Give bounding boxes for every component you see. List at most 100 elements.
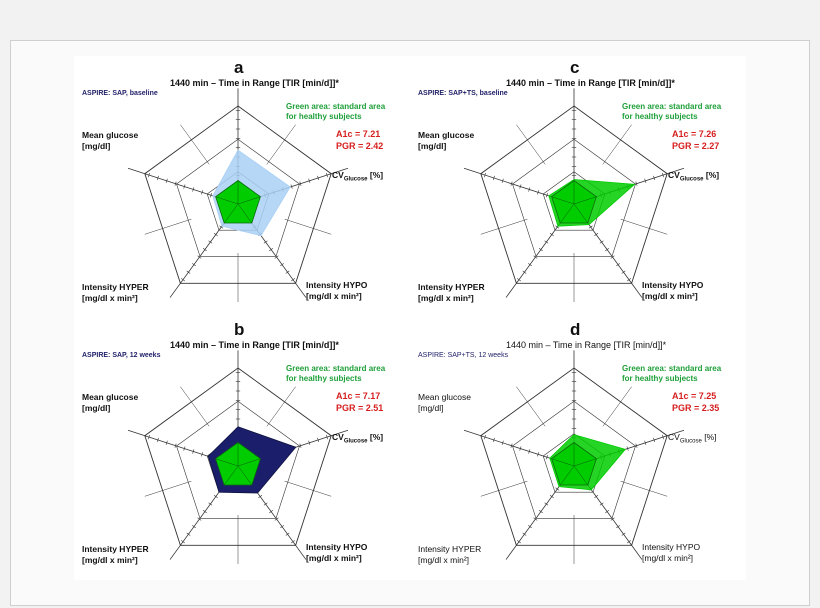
axis-tick — [202, 510, 207, 514]
radar-chart-a — [127, 88, 349, 302]
axis-tick — [183, 446, 186, 451]
axis-tick — [285, 270, 290, 274]
axis-tick — [555, 225, 560, 229]
axis-tick — [326, 434, 328, 440]
healthy-area-spoke — [215, 196, 239, 205]
axis-tick — [605, 248, 610, 252]
axis-tick — [588, 225, 593, 229]
intensity-hypo-label: Intensity HYPO[mg/dl x min²] — [642, 542, 701, 563]
radar-gridline — [480, 480, 528, 497]
axis-tick — [662, 434, 664, 440]
axis-tick — [174, 443, 177, 448]
axis-tick — [644, 440, 647, 445]
axis-tick — [484, 172, 486, 178]
axis-tick — [627, 278, 631, 282]
pgr-value: PGR = 2.42 — [336, 141, 384, 151]
radar-gridline — [266, 124, 296, 165]
axis-tick — [174, 181, 177, 186]
intensity-hyper-label: Intensity HYPER[mg/dl x min²] — [418, 282, 485, 303]
axis-tick — [519, 184, 522, 189]
stats-block: A1c = 7.26 PGR = 2.27 — [672, 128, 719, 152]
axis-tick — [148, 434, 150, 440]
mean-glucose-label: Mean glucose[mg/dl] — [418, 392, 471, 413]
healthy-area-spoke — [215, 458, 239, 467]
axis-tick — [269, 248, 274, 252]
panel-b: b 1440 min – Time in Range [TIR [min/d]]… — [74, 318, 410, 580]
axis-tick — [165, 178, 168, 183]
radar-gridline — [516, 386, 546, 427]
axis-tick — [197, 517, 202, 521]
cv-axis-label: CVGlucose [%] — [668, 170, 720, 183]
healthy-area-spoke — [237, 465, 253, 486]
cv-axis-label: CVGlucose [%] — [332, 170, 384, 183]
study-label: ASPIRE: SAP, 12 weeks — [82, 352, 161, 359]
axis-tick — [156, 175, 159, 181]
healthy-area-spoke — [237, 196, 261, 205]
axis-tick — [653, 437, 656, 443]
axis-tick — [635, 443, 638, 448]
radar-gridline — [284, 480, 332, 497]
a1c-value: A1c = 7.26 — [672, 129, 717, 139]
axis-tick — [653, 175, 656, 181]
axis-tick — [210, 193, 212, 198]
axis-tick — [258, 494, 263, 499]
axis-tick — [594, 232, 599, 237]
a1c-value: A1c = 7.25 — [672, 391, 717, 401]
axis-tick — [610, 255, 615, 259]
axis-tick — [528, 263, 532, 267]
axis-tick — [522, 270, 527, 274]
axis-tick — [269, 510, 274, 514]
axis-tick — [186, 270, 191, 274]
axis-tick — [492, 175, 495, 181]
axis-tick — [501, 440, 504, 445]
axis-tick — [280, 263, 284, 267]
tir-axis-title: 1440 min – Time in Range [TIR [min/d]]* — [170, 78, 339, 88]
axis-tick — [263, 240, 268, 244]
axis-tick — [192, 263, 196, 267]
axis-tick — [290, 184, 293, 189]
axis-tick — [326, 172, 328, 178]
radar-gridline — [144, 480, 192, 497]
axis-tick — [186, 532, 191, 536]
axis-tick — [484, 434, 486, 440]
axis-tick — [635, 181, 638, 186]
axis-tick — [501, 178, 504, 183]
tir-axis-title: 1440 min – Time in Range [TIR [min/d]]* — [170, 340, 339, 350]
axis-tick — [285, 532, 290, 536]
axis-tick — [148, 172, 150, 178]
axis-tick — [308, 440, 311, 445]
axis-tick — [528, 525, 532, 529]
panel-c: c 1440 min – Time in Range [TIR [min/d]]… — [410, 56, 746, 318]
axis-tick — [533, 255, 538, 259]
tir-axis-title: 1440 min – Time in Range [TIR [min/d]]* — [506, 78, 675, 88]
healthy-area-spoke — [551, 458, 575, 467]
axis-tick — [192, 449, 195, 454]
axis-tick — [621, 270, 626, 274]
axis-tick — [317, 437, 320, 443]
healthy-area-spoke — [237, 458, 261, 467]
axis-tick — [192, 187, 195, 192]
axis-tick — [291, 278, 295, 282]
study-label: ASPIRE: SAP+TS, 12 weeks — [418, 352, 509, 359]
radar-gridline — [480, 218, 528, 235]
axis-tick — [599, 502, 604, 506]
axis-tick — [213, 232, 218, 237]
axis-tick — [544, 240, 549, 244]
axis-tick — [555, 487, 560, 491]
panel-letter: a — [234, 58, 244, 77]
pgr-value: PGR = 2.27 — [672, 141, 720, 151]
axis-tick — [594, 494, 599, 499]
axis-tick — [299, 181, 302, 186]
axis-tick — [528, 449, 531, 454]
axis-tick — [549, 494, 554, 499]
axis-tick — [616, 525, 620, 529]
cv-axis-label: CVGlucose [%] — [332, 432, 384, 445]
axis-tick — [621, 532, 626, 536]
stats-block: A1c = 7.25 PGR = 2.35 — [672, 390, 719, 414]
radar-gridline — [620, 480, 668, 497]
axis-tick — [181, 278, 185, 282]
radar-gridline — [180, 124, 210, 165]
healthy-area-spoke — [573, 196, 597, 205]
axis-tick — [537, 190, 540, 195]
radar-gridline — [266, 386, 296, 427]
